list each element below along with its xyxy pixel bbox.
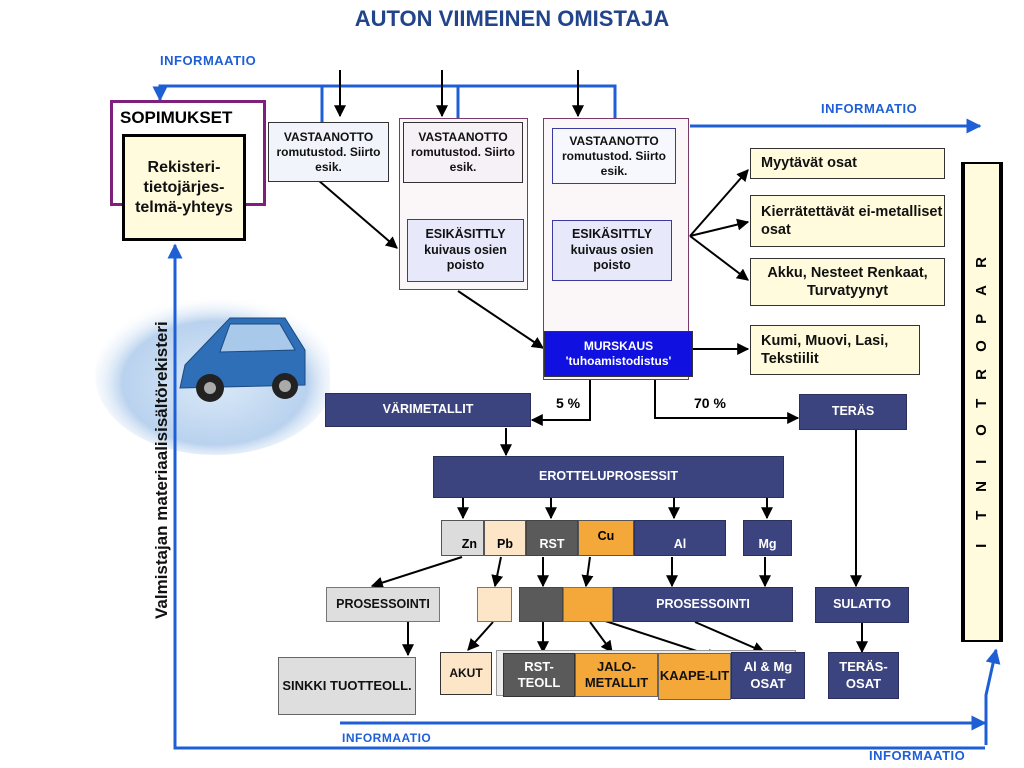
reporting-letter: P — [972, 313, 990, 324]
processing-lead — [477, 587, 512, 622]
pretreatment-box-3: ESIKÄSITTLY kuivaus osien poisto — [552, 220, 672, 281]
manufacturer-registry-label: Valmistajan materiaalisisältörekisteri — [152, 321, 171, 619]
reception-box-2: VASTAANOTTO romutustod. Siirto esik. — [403, 122, 523, 183]
metal-pb: Pb — [484, 520, 526, 556]
final-rst-industry: RST-TEOLL — [503, 653, 575, 697]
steel-percent: 70 % — [694, 395, 726, 411]
car-illustration — [95, 295, 330, 455]
reporting-label: R A P O R T O I N T I — [973, 248, 990, 556]
separation-box: EROTTELUPROSESSIT — [433, 456, 784, 498]
reporting-letter: O — [972, 340, 990, 352]
output-rubber-plastic: Kumi, Muovi, Lasi, Tekstiilit — [750, 325, 920, 375]
processing-zinc: PROSESSOINTI — [326, 587, 440, 622]
processing-cu — [563, 587, 613, 622]
info-label-bottom-right: INFORMAATIO — [869, 748, 966, 763]
contracts-title: SOPIMUKSET — [120, 108, 233, 127]
reporting-letter: I — [972, 543, 990, 548]
output-recyclable: Kierrätettävät ei-metalliset osat — [750, 195, 945, 247]
crushing-box: MURSKAUS 'tuhoamistodistus' — [544, 331, 693, 377]
reporting-letter: O — [972, 424, 990, 436]
final-precious-metals: JALO-METALLIT — [575, 653, 658, 697]
info-label-bottom-mid: INFORMAATIO — [342, 731, 432, 745]
reporting-letter: T — [972, 398, 990, 408]
metal-cu: Cu — [578, 520, 634, 556]
reporting-letter: I — [972, 459, 990, 464]
steel-box: TERÄS — [799, 394, 907, 430]
reception-box-3: VASTAANOTTO romutustod. Siirto esik. — [552, 128, 676, 184]
reporting-letter: A — [972, 284, 990, 296]
processing-main: PROSESSOINTI — [613, 587, 793, 622]
info-label-top-left: INFORMAATIO — [160, 53, 257, 68]
reporting-bar: R A P O R T O I N T I — [961, 162, 1003, 642]
metal-al: Al — [634, 520, 726, 556]
final-batteries: AKUT — [440, 652, 492, 695]
info-label-top-right: INFORMAATIO — [821, 101, 918, 116]
metal-mg: Mg — [743, 520, 792, 556]
nonferrous-box: VÄRIMETALLIT — [325, 393, 531, 427]
final-steel-parts: TERÄS-OSAT — [828, 652, 899, 699]
reception-box-1: VASTAANOTTO romutustod. Siirto esik. — [268, 122, 389, 182]
reporting-letter: T — [972, 510, 990, 520]
reporting-letter: R — [972, 256, 990, 268]
output-sold-parts: Myytävät osat — [750, 148, 945, 179]
pretreatment-box-2: ESIKÄSITTLY kuivaus osien poisto — [407, 219, 524, 282]
melting-box: SULATTO — [815, 587, 909, 623]
final-al-mg-parts: Al & Mg OSAT — [731, 652, 805, 699]
metal-zn: Zn — [441, 520, 484, 556]
final-cables: KAAPE-LIT — [658, 653, 731, 700]
page-title: AUTON VIIMEINEN OMISTAJA — [354, 6, 670, 31]
metal-rst: RST — [526, 520, 578, 556]
final-zinc-industry: SINKKI TUOTTEOLL. — [278, 657, 416, 715]
output-battery-fluids: Akku, Nesteet Renkaat, Turvatyynyt — [750, 258, 945, 306]
nonferrous-percent: 5 % — [556, 395, 581, 411]
registry-box: Rekisteri-tietojärjes-telmä-yhteys — [122, 134, 246, 241]
reporting-letter: R — [972, 368, 990, 380]
reporting-letter: N — [972, 480, 990, 492]
processing-rst — [519, 587, 563, 622]
